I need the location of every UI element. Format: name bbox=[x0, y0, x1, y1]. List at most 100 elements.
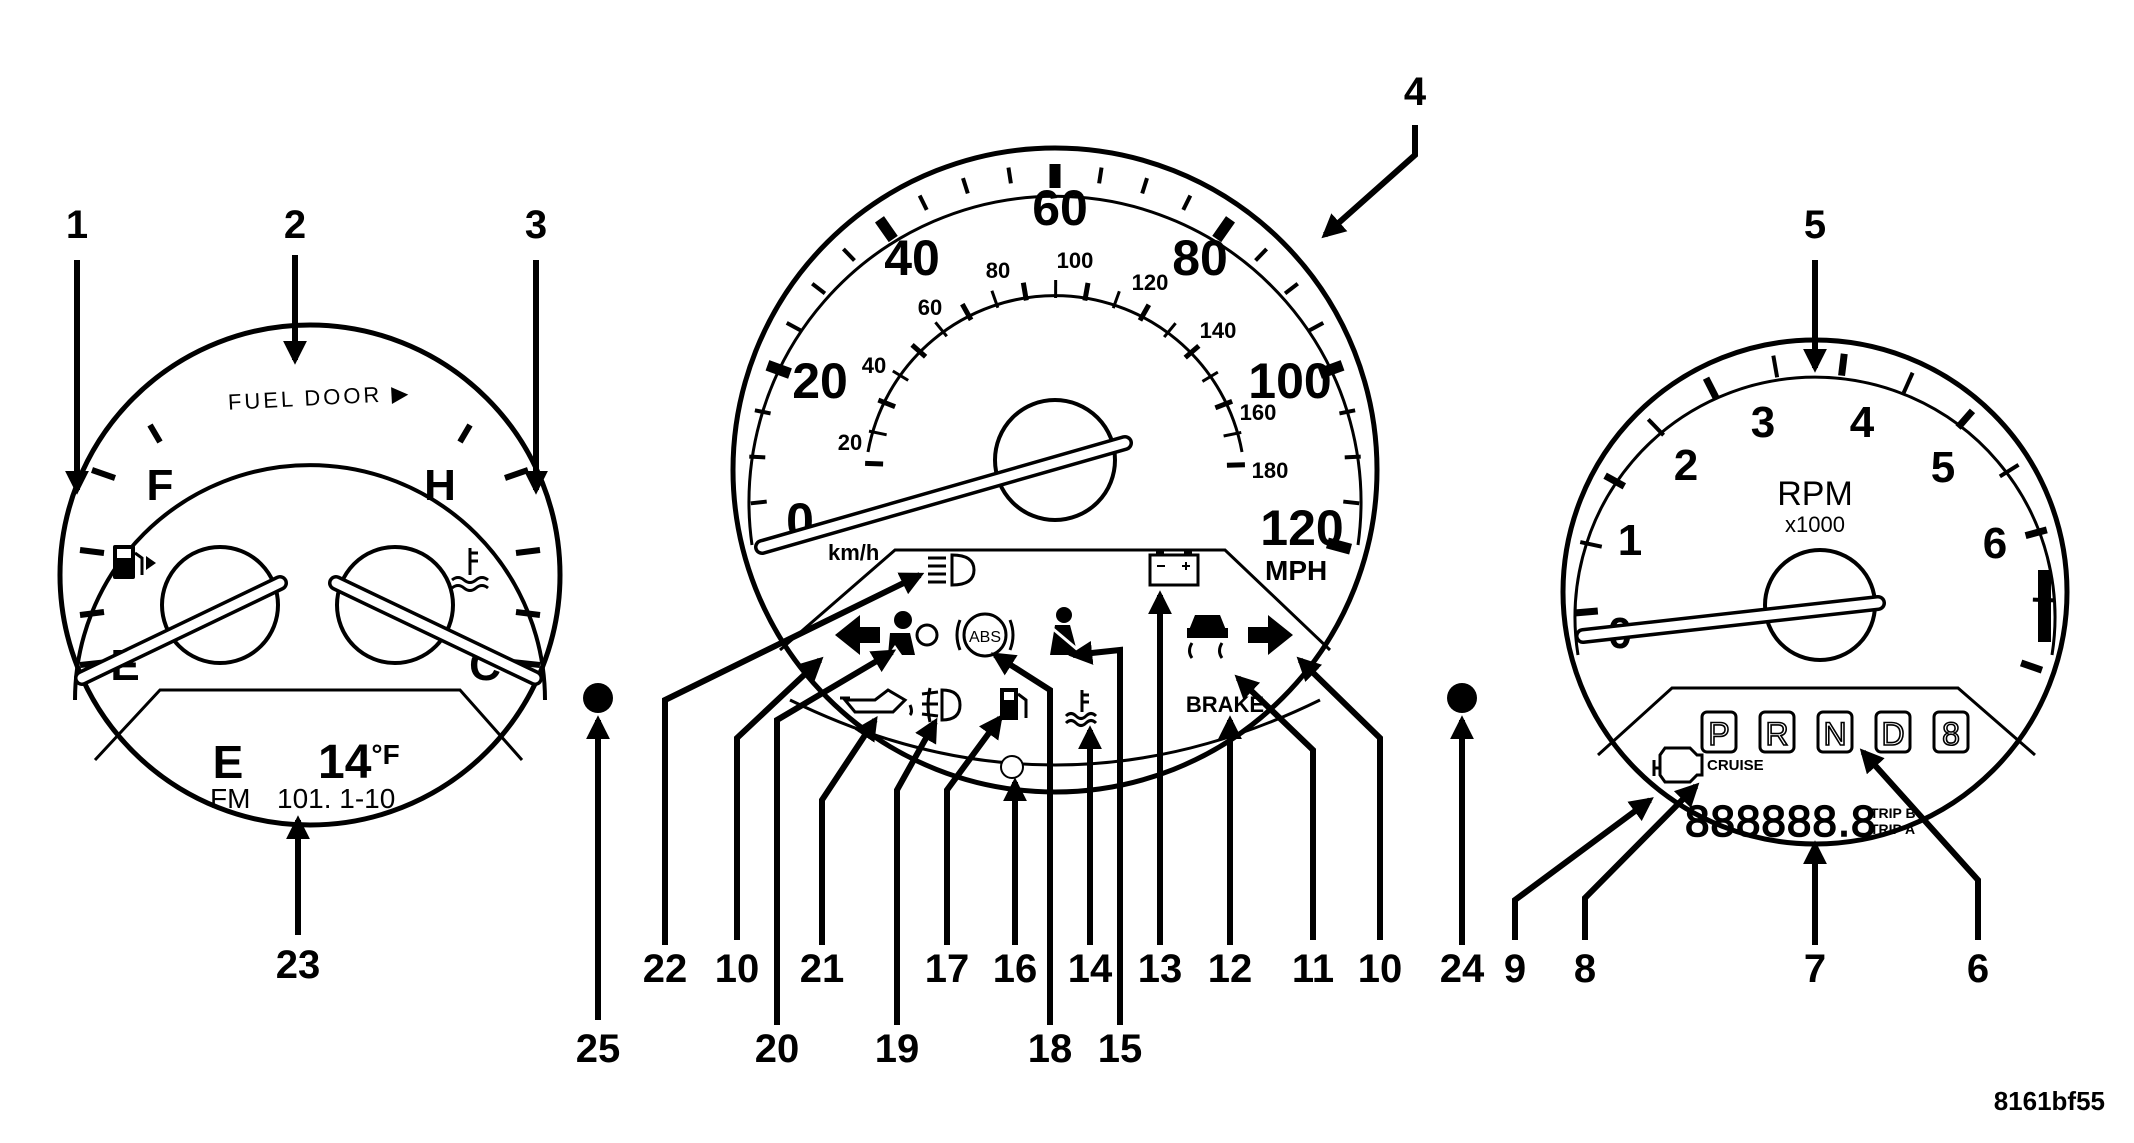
coolant-warning-icon bbox=[1064, 690, 1098, 727]
callout-arrow-10a bbox=[734, 656, 824, 940]
fuel-temp-gauge-face bbox=[57, 322, 563, 828]
tach-tick bbox=[1646, 417, 1666, 437]
odometer-digits: 888888.8 bbox=[1685, 797, 1877, 846]
speedo-minor-tick bbox=[754, 408, 771, 416]
speedo-minor-tick bbox=[917, 194, 929, 211]
battery-charging-icon bbox=[1148, 550, 1200, 587]
figure-code: 8161bf55 bbox=[1994, 1086, 2105, 1116]
speedometer-major-ticks bbox=[758, 164, 1352, 555]
callout-label-22: 22 bbox=[643, 947, 688, 991]
speedo-major-tick bbox=[765, 360, 792, 379]
kmh-label-100: 100 bbox=[1057, 248, 1094, 273]
callout-label-16: 16 bbox=[993, 947, 1038, 991]
kmh-tick bbox=[990, 290, 1000, 309]
fuel-needle bbox=[74, 575, 288, 686]
callout-label-21: 21 bbox=[800, 947, 845, 991]
speedo-minor-tick bbox=[841, 247, 856, 262]
callout-label-8: 8 bbox=[1574, 947, 1596, 991]
callout-arrow-11 bbox=[1234, 674, 1316, 940]
kmh-tick bbox=[1214, 398, 1234, 411]
callout-labels: 1 2 3 4 5 6 7 8 9 10 10 11 12 13 14 15 1… bbox=[66, 70, 1989, 1071]
kmh-label-80: 80 bbox=[986, 258, 1010, 283]
callout-label-5: 5 bbox=[1804, 203, 1826, 247]
speedometer-kmh-ticks bbox=[865, 279, 1245, 468]
speedo-minor-tick bbox=[1339, 408, 1356, 416]
speedo-minor-tick bbox=[1344, 454, 1361, 460]
kmh-tick bbox=[910, 342, 928, 359]
callout-arrow-20 bbox=[774, 649, 897, 1025]
speedo-minor-tick bbox=[1140, 177, 1149, 195]
gear-letter: R bbox=[1765, 716, 1788, 752]
tach-tick bbox=[2019, 659, 2044, 674]
airbag-warning-icon bbox=[888, 611, 939, 655]
speedo-minor-tick bbox=[1097, 167, 1104, 184]
kmh-tick bbox=[1223, 430, 1242, 438]
callout-arrow-9 bbox=[1512, 797, 1654, 940]
coolant-temp-icon bbox=[451, 548, 489, 592]
left-indicator-dot bbox=[583, 683, 613, 713]
headlamp-high-beam-icon bbox=[928, 553, 976, 587]
rpm-label-6: 6 bbox=[1983, 519, 2007, 568]
speedometer-needle bbox=[754, 435, 1133, 555]
mph-label-60: 60 bbox=[1032, 180, 1088, 236]
kmh-label-120: 120 bbox=[1132, 270, 1169, 295]
callout-label-15: 15 bbox=[1098, 1027, 1143, 1071]
kmh-tick bbox=[868, 429, 887, 437]
callout-label-14: 14 bbox=[1068, 947, 1113, 991]
rpm-unit-label: RPM bbox=[1777, 475, 1853, 513]
callout-label-1: 1 bbox=[66, 203, 88, 247]
mph-label-120: 120 bbox=[1260, 500, 1343, 556]
tach-tick bbox=[2024, 526, 2048, 539]
mph-label-100: 100 bbox=[1248, 353, 1331, 409]
kmh-label-40: 40 bbox=[862, 353, 886, 378]
fuel-temp-gauge: FUEL DOOR ▶ F H E C bbox=[57, 322, 563, 828]
speedo-major-tick bbox=[1325, 537, 1352, 555]
kmh-label-160: 160 bbox=[1240, 400, 1277, 425]
kmh-unit-label: km/h bbox=[828, 540, 879, 565]
speedo-minor-tick bbox=[1343, 499, 1360, 506]
trip-b-label: TRIP B bbox=[1870, 805, 1916, 821]
mph-label-80: 80 bbox=[1172, 230, 1228, 286]
speedo-minor-tick bbox=[1254, 247, 1269, 262]
kmh-tick bbox=[1111, 290, 1121, 309]
rpm-label-2: 2 bbox=[1674, 441, 1698, 490]
right-turn-signal-icon bbox=[1248, 615, 1293, 655]
security-indicator-icon bbox=[1000, 755, 1024, 779]
callout-arrow-22 bbox=[662, 572, 925, 945]
callout-arrow-6 bbox=[1859, 748, 1981, 940]
kmh-label-60: 60 bbox=[918, 295, 942, 320]
callout-arrow-21 bbox=[819, 715, 878, 945]
mph-label-20: 20 bbox=[792, 353, 848, 409]
gear-letter: 8 bbox=[1942, 716, 1960, 752]
cruise-indicator: CRUISE bbox=[1707, 757, 1764, 774]
right-indicator-dot bbox=[1447, 683, 1477, 713]
speedo-minor-tick bbox=[1006, 167, 1013, 184]
callout-arrow-4 bbox=[1321, 125, 1418, 239]
speedometer-bezel-arc bbox=[747, 194, 1363, 546]
kmh-label-20: 20 bbox=[838, 430, 862, 455]
speedo-minor-tick bbox=[1283, 282, 1299, 296]
kmh-tick bbox=[1226, 462, 1245, 468]
tach-tick bbox=[1603, 472, 1627, 490]
kmh-tick bbox=[1183, 343, 1201, 360]
kmh-tick bbox=[1201, 370, 1219, 383]
callout-label-24: 24 bbox=[1440, 947, 1485, 991]
kmh-tick bbox=[892, 369, 909, 382]
rpm-label-1: 1 bbox=[1618, 516, 1642, 565]
callout-label-6: 6 bbox=[1967, 947, 1989, 991]
telltale-panel-outline bbox=[779, 548, 1332, 652]
callout-label-10b: 10 bbox=[1358, 947, 1403, 991]
callout-label-23: 23 bbox=[276, 943, 321, 987]
callout-label-19: 19 bbox=[875, 1027, 920, 1071]
kmh-tick bbox=[934, 321, 948, 338]
callout-arrow-17 bbox=[944, 714, 1003, 945]
low-fuel-icon bbox=[1000, 688, 1028, 720]
callout-arrows bbox=[65, 125, 1981, 1025]
tach-tick bbox=[1702, 376, 1720, 400]
tachometer-bezel-arc bbox=[1573, 375, 2057, 656]
kmh-tick bbox=[1163, 322, 1177, 339]
fuel-pump-icon bbox=[113, 545, 156, 579]
tach-tick bbox=[1838, 353, 1848, 377]
